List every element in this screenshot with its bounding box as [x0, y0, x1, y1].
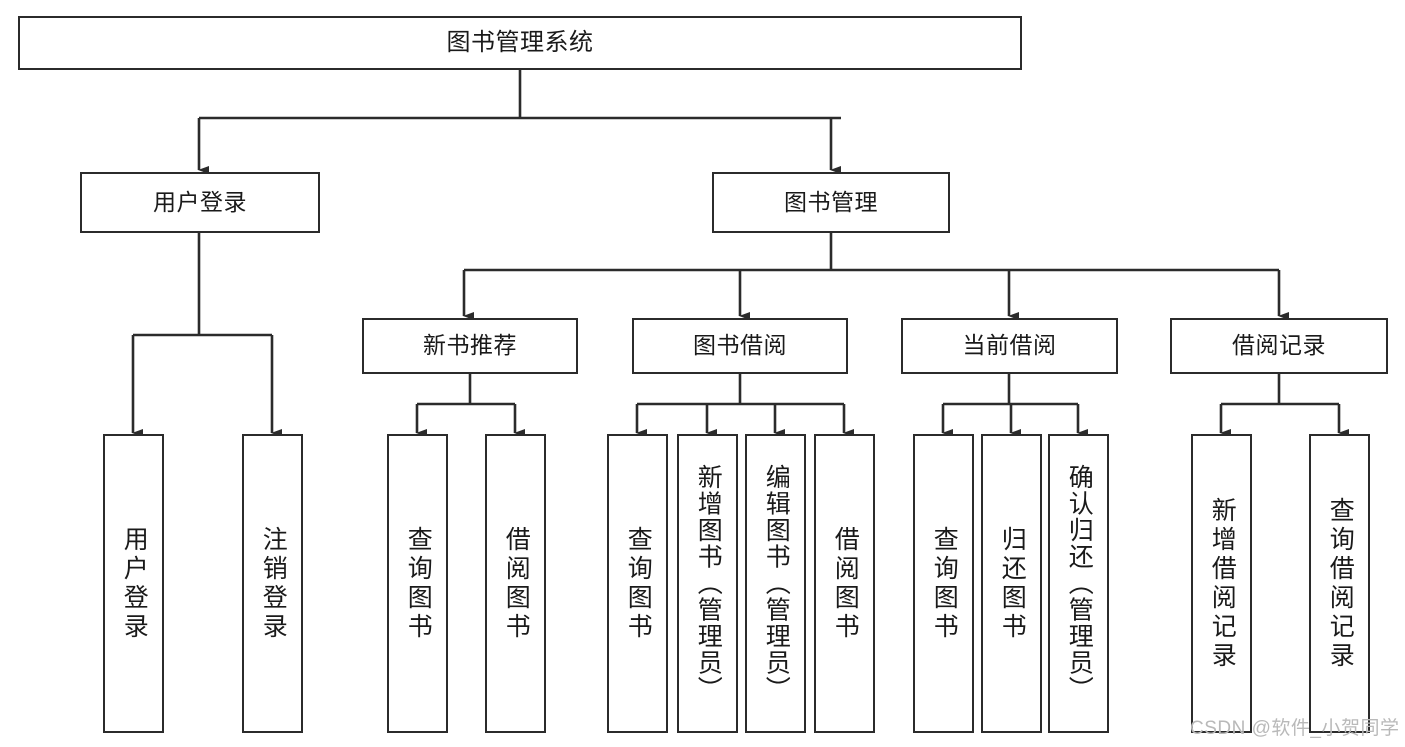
node-label: 查询图书	[930, 525, 959, 642]
leaf-edit-book-admin[interactable]: 编辑图书（管理员）	[745, 434, 806, 733]
csdn-watermark: CSDN @软件_小贺同学	[1190, 718, 1400, 739]
leaf-borrow-book-borrow[interactable]: 借阅图书	[814, 434, 875, 733]
leaf-query-book-current[interactable]: 查询图书	[913, 434, 974, 733]
node-label: 查询图书	[404, 525, 433, 642]
node-new-book-recommend[interactable]: 新书推荐	[362, 318, 578, 374]
node-current-borrow[interactable]: 当前借阅	[901, 318, 1118, 374]
leaf-add-borrow-record[interactable]: 新增借阅记录	[1191, 434, 1252, 733]
node-label: 借阅记录	[1232, 332, 1326, 359]
leaf-return-book[interactable]: 归还图书	[981, 434, 1042, 733]
leaf-query-book-borrow[interactable]: 查询图书	[607, 434, 668, 733]
node-label: 新书推荐	[423, 332, 517, 359]
leaf-user-login[interactable]: 用户登录	[103, 434, 164, 733]
node-label: 用户登录	[153, 188, 247, 215]
node-label: 新增图书（管理员）	[694, 464, 723, 703]
leaf-add-book-admin[interactable]: 新增图书（管理员）	[677, 434, 738, 733]
node-root-system[interactable]: 图书管理系统	[18, 16, 1022, 70]
node-book-manage[interactable]: 图书管理	[712, 172, 950, 233]
node-label: 确认归还（管理员）	[1065, 464, 1094, 703]
node-label: 归还图书	[998, 525, 1027, 642]
leaf-confirm-return-admin[interactable]: 确认归还（管理员）	[1048, 434, 1109, 733]
node-label: 图书管理	[784, 188, 878, 215]
leaf-user-logout[interactable]: 注销登录	[242, 434, 303, 733]
leaf-query-book-new[interactable]: 查询图书	[387, 434, 448, 733]
leaf-borrow-book-new[interactable]: 借阅图书	[485, 434, 546, 733]
node-label: 图书管理系统	[446, 28, 594, 56]
node-label: 图书借阅	[693, 332, 787, 359]
node-label: 用户登录	[120, 525, 149, 642]
node-label: 新增借阅记录	[1208, 496, 1237, 671]
node-user-login[interactable]: 用户登录	[80, 172, 320, 233]
node-label: 当前借阅	[962, 332, 1057, 359]
node-label: 注销登录	[259, 525, 288, 642]
node-label: 查询图书	[624, 525, 653, 642]
node-label: 借阅图书	[502, 525, 531, 642]
leaf-query-borrow-record[interactable]: 查询借阅记录	[1309, 434, 1370, 733]
node-book-borrow[interactable]: 图书借阅	[632, 318, 848, 374]
node-borrow-record[interactable]: 借阅记录	[1170, 318, 1388, 374]
node-label: 查询借阅记录	[1326, 496, 1355, 671]
node-label: 编辑图书（管理员）	[762, 464, 791, 703]
node-label: 借阅图书	[831, 525, 860, 642]
